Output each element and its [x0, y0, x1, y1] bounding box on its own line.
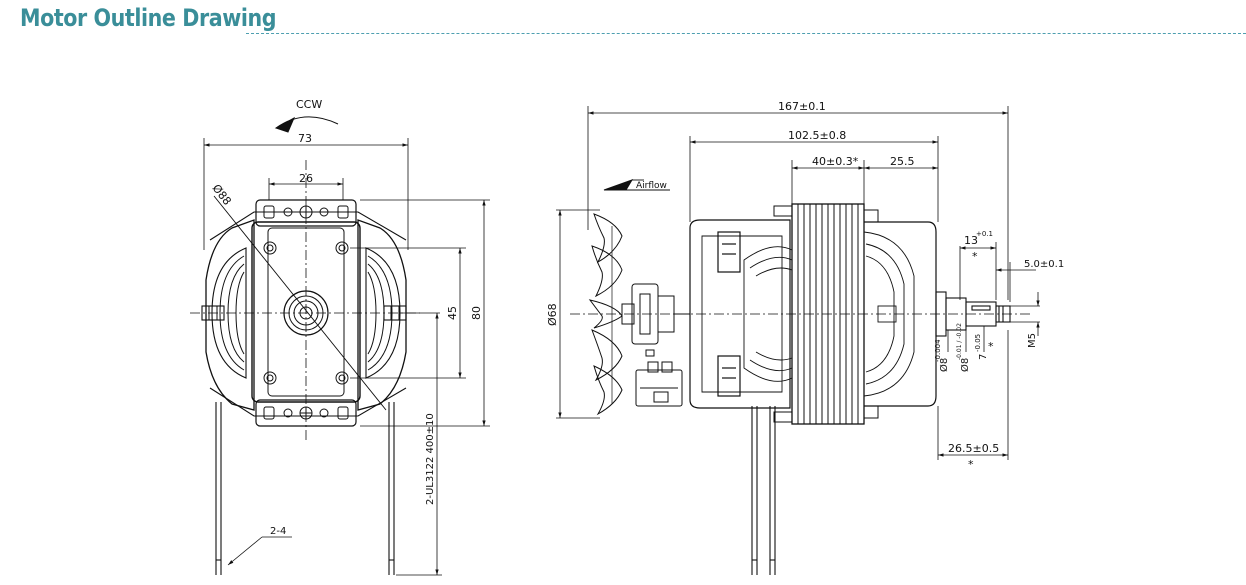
airflow-label: Airflow [636, 181, 667, 191]
front-lead-wires [215, 402, 395, 575]
dim-thread-label: M5 [1027, 333, 1038, 348]
front-frame [205, 219, 255, 411]
front-bracket [251, 221, 361, 403]
dim-flat-length-tol: +0.1 [976, 230, 993, 238]
dim-stack-length-label: 40±0.3* [812, 155, 859, 168]
dim-flat-length-mark: * [972, 250, 978, 263]
title-divider [246, 33, 1246, 34]
front-mounting-holes [263, 241, 349, 385]
dim-shaft-extension-label: 26.5±0.5 [948, 442, 999, 455]
dim-shaft-dia-1-tol: -0.004 [934, 339, 942, 362]
front-shaft [283, 290, 329, 336]
front-screws [263, 205, 349, 420]
front-dimension-lines [203, 138, 490, 576]
dim-overall-length-label: 167±0.1 [778, 100, 826, 113]
side-dimension-lines [556, 106, 1040, 460]
dim-flat-length-label: 13 [964, 234, 978, 247]
dim-width-label: 73 [298, 132, 312, 145]
lead-count-label: 2-4 [270, 526, 286, 537]
rear-bracket [689, 219, 791, 409]
dim-flat-height-label: 7 [978, 354, 989, 360]
side-view: Airflow 167±0.1 102.5±0.8 40±0.3* 25.5 Ø… [546, 100, 1064, 575]
stator-winding-right [863, 231, 915, 397]
front-left-coil [211, 247, 247, 379]
dim-shaft-dia-1-label: Ø8 [938, 358, 950, 372]
dim-hole-spacing-label: 45 [446, 306, 459, 320]
dim-thread-length-label: 5.0±0.1 [1024, 259, 1064, 270]
dim-body-length-label: 102.5±0.8 [788, 129, 846, 142]
dim-shaft-dia-2-tol: -0.01 / -0.02 [956, 323, 963, 360]
dim-stack-offset-label: 25.5 [890, 155, 915, 168]
dim-shaft-dia-2-label: Ø8 [959, 358, 971, 372]
dim-height-label: 80 [470, 306, 483, 320]
lead-wire-label: 2-UL3122 400±10 [425, 413, 436, 505]
front-view: CCW 73 26 Ø88 45 80 2-UL3122 400±10 2-4 [190, 98, 490, 576]
terminal-block [635, 361, 683, 407]
dim-flat-height-tol: -0.05 [974, 334, 982, 352]
page-title: Motor Outline Drawing [20, 4, 277, 32]
dim-fan-diameter-label: Ø68 [546, 303, 559, 326]
ccw-label: CCW [296, 98, 322, 111]
dim-shaft-extension-mark: * [968, 458, 974, 471]
airflow-arrow [603, 179, 634, 191]
side-lead-wires [751, 406, 776, 575]
dim-flat-height-mark: * [988, 340, 994, 353]
output-shaft [935, 291, 1011, 337]
dim-screw-spacing-label: 26 [299, 172, 313, 185]
dim-diameter-label: Ø88 [210, 182, 234, 208]
stator-stack [773, 203, 865, 425]
fan-blades [588, 213, 623, 416]
